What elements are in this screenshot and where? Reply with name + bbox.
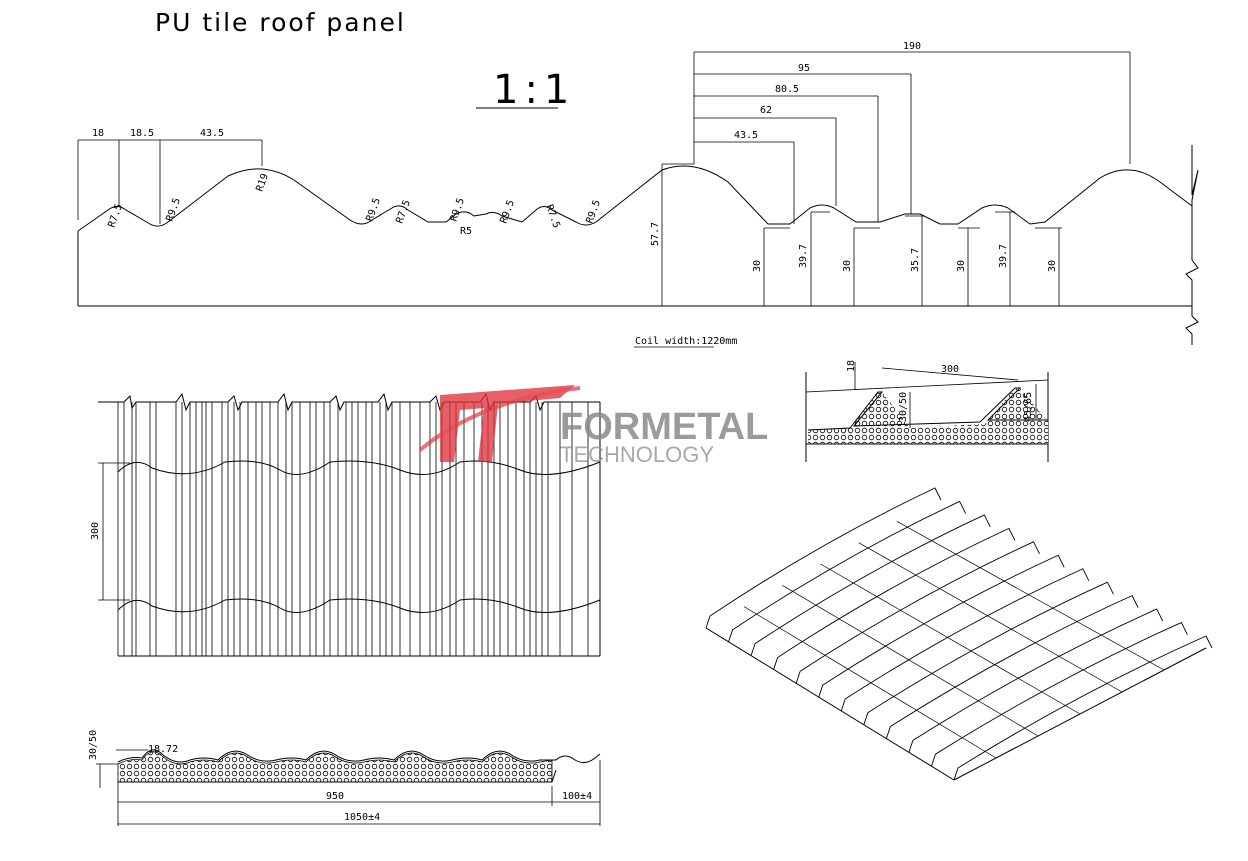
logo-main-text: FORMETAL	[560, 406, 768, 448]
logo-sub-text: TECHNOLOGY	[560, 442, 714, 467]
iso-step-line	[782, 585, 1039, 737]
iso-tile-rib	[705, 487, 942, 629]
dim-30: 30	[1047, 260, 1058, 272]
radius-label: R9.5	[498, 199, 517, 225]
radius-label: R5	[460, 226, 472, 237]
dim-39-7: 39.7	[798, 244, 809, 268]
cross-section: 30/50 18.72 950 100±4 1050±4	[88, 730, 601, 826]
iso-tile-rib	[795, 541, 1040, 684]
dim-1050-4: 1050±4	[344, 812, 380, 823]
scale-label: 1:1	[493, 67, 575, 113]
iso-tile-rib	[818, 554, 1065, 698]
dim-190: 190	[903, 41, 921, 52]
iso-tile-rib	[750, 514, 991, 656]
dim-43-5-right: 43.5	[734, 130, 758, 141]
dim-43-5: 43.5	[200, 128, 224, 139]
radius-label: R9.5	[584, 199, 603, 225]
plan-view: 300	[90, 392, 601, 657]
iso-tile-rib	[863, 581, 1114, 725]
dim-300-plan: 300	[90, 522, 101, 540]
step-detail: 18 300 30/50 45/65	[805, 360, 1049, 462]
radius-label: R7.5	[106, 203, 125, 229]
radius-label: R19	[254, 172, 271, 193]
radius-label: R9.5	[364, 197, 383, 223]
iso-step-line	[820, 563, 1081, 715]
dim-18-5: 18.5	[130, 128, 154, 139]
iso-tile-rib	[908, 608, 1164, 753]
iso-step-line	[743, 606, 997, 759]
iso-tile-rib	[885, 595, 1139, 739]
iso-step-line	[896, 521, 1165, 671]
dim-35-7: 35.7	[910, 248, 921, 272]
iso-tile-rib	[728, 500, 967, 642]
dim-57-7: 57.7	[650, 222, 661, 246]
dim-18-72: 18.72	[148, 744, 178, 755]
dim-39-7: 39.7	[998, 244, 1009, 268]
iso-tile-rib	[840, 568, 1090, 712]
dim-300-step: 300	[941, 364, 959, 375]
iso-tile-rib	[773, 527, 1016, 670]
dim-950: 950	[326, 791, 344, 802]
panel-profile: 18 18.5 43.5 R7.5 R9.5 R19 R9.5 R7.5 R9.…	[77, 41, 1199, 345]
iso-step-line	[858, 542, 1123, 693]
drawing-title: PU tile roof panel	[155, 8, 406, 37]
dim-45-65-step: 45/65	[1023, 392, 1034, 422]
dim-30: 30	[956, 260, 967, 272]
isometric-view	[705, 487, 1213, 781]
dim-30: 30	[842, 260, 853, 272]
radius-label: R9.5	[164, 197, 183, 223]
dim-30-50-step: 30/50	[898, 392, 909, 422]
dim-80-5: 80.5	[775, 84, 799, 95]
logo-mark-icon	[440, 385, 575, 462]
dim-62: 62	[760, 105, 772, 116]
dim-95: 95	[798, 63, 810, 74]
iso-tile-rib	[931, 621, 1188, 767]
dim-30-50-section: 30/50	[88, 730, 99, 760]
dim-30: 30	[752, 260, 763, 272]
dim-100-4: 100±4	[562, 791, 592, 802]
coil-width-label: Coil width:1220mm	[635, 336, 737, 347]
dim-18: 18	[92, 128, 104, 139]
dim-18-step: 18	[846, 360, 857, 372]
radius-label: R9.5	[448, 197, 467, 223]
formetal-logo: FORMETAL TECHNOLOGY	[418, 385, 768, 467]
radius-label: R7.5	[543, 203, 562, 229]
iso-tile-rib	[953, 635, 1213, 781]
